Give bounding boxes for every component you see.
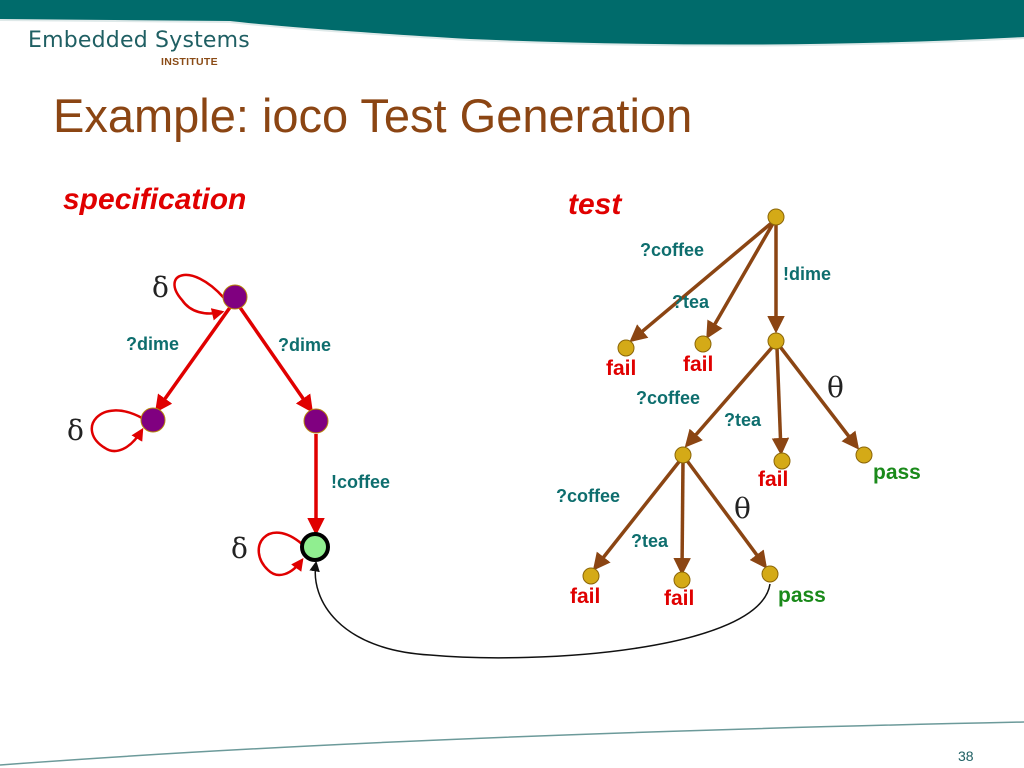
test-edge-l3-tea [673, 459, 691, 576]
spec-final-self-loop [257, 531, 304, 577]
logo-subtitle: INSTITUTE [161, 56, 218, 68]
slide-title: Example: ioco Test Generation [53, 89, 693, 142]
test-label-root-coffee: ?coffee [640, 240, 704, 260]
spec-state-left [140, 407, 166, 433]
test-edge-l2-theta [776, 342, 860, 450]
verdict-fail-5: fail [664, 587, 694, 610]
verdict-fail-3: fail [758, 468, 788, 491]
test-label-root-dime: !dime [783, 264, 831, 284]
verdict-pass-2: pass [778, 584, 826, 607]
test-edge-root-coffee [629, 218, 777, 343]
spec-edge-left-dime [154, 304, 233, 413]
test-heading: test [568, 188, 622, 221]
verdict-fail-2: fail [683, 353, 713, 376]
test-state-pass-1 [855, 446, 873, 464]
spec-label-coffee: !coffee [331, 472, 390, 492]
test-state-fail-3 [773, 452, 791, 470]
test-theta-level3: θ [734, 492, 751, 525]
verdict-fail-4: fail [570, 585, 600, 608]
spec-edge-right-dime [237, 305, 313, 413]
spec-state-right [303, 408, 329, 434]
test-label-l3-coffee: ?coffee [556, 486, 620, 506]
test-state-level2 [767, 332, 785, 350]
spec-root-delta: δ [152, 271, 169, 304]
spec-label-right-dime: ?dime [278, 335, 331, 355]
test-edge-l2-coffee [684, 342, 777, 448]
test-label-root-tea: ?tea [672, 292, 710, 312]
header-band-edge [0, 19, 1024, 47]
spec-final-delta: δ [231, 532, 248, 565]
spec-state-root [222, 284, 248, 310]
test-state-fail-1 [617, 339, 635, 357]
test-label-l2-coffee: ?coffee [636, 388, 700, 408]
specification-heading: specification [63, 183, 247, 216]
test-state-fail-4 [582, 567, 600, 585]
test-state-root [767, 208, 785, 226]
logo-name: Embedded Systems [28, 28, 250, 53]
header-band-shape [0, 0, 1024, 46]
test-edge-l2-tea [771, 347, 790, 456]
test-edge-l3-coffee [592, 456, 684, 571]
page-number: 38 [958, 748, 974, 764]
verdict-pass-1: pass [873, 461, 921, 484]
footer-swoosh-line [0, 721, 1024, 766]
footer-swoosh [0, 721, 1024, 766]
test-state-fail-2 [694, 335, 712, 353]
spec-left-self-loop [90, 409, 144, 453]
test-label-l3-tea: ?tea [631, 531, 669, 551]
test-label-l2-tea: ?tea [724, 410, 762, 430]
header-band [0, 0, 1024, 47]
test-state-level3 [674, 446, 692, 464]
test-edge-root-tea [706, 219, 777, 340]
spec-state-final [300, 532, 330, 562]
test-edge-l3-theta [683, 456, 768, 569]
spec-root-self-loop [173, 273, 225, 321]
spec-left-delta: δ [67, 414, 84, 447]
verdict-fail-1: fail [606, 357, 636, 380]
spec-label-left-dime: ?dime [126, 334, 179, 354]
correspondence-arrow [309, 560, 771, 659]
test-theta-level2: θ [827, 371, 844, 404]
test-state-pass-2 [761, 565, 779, 583]
test-state-fail-5 [673, 571, 691, 589]
